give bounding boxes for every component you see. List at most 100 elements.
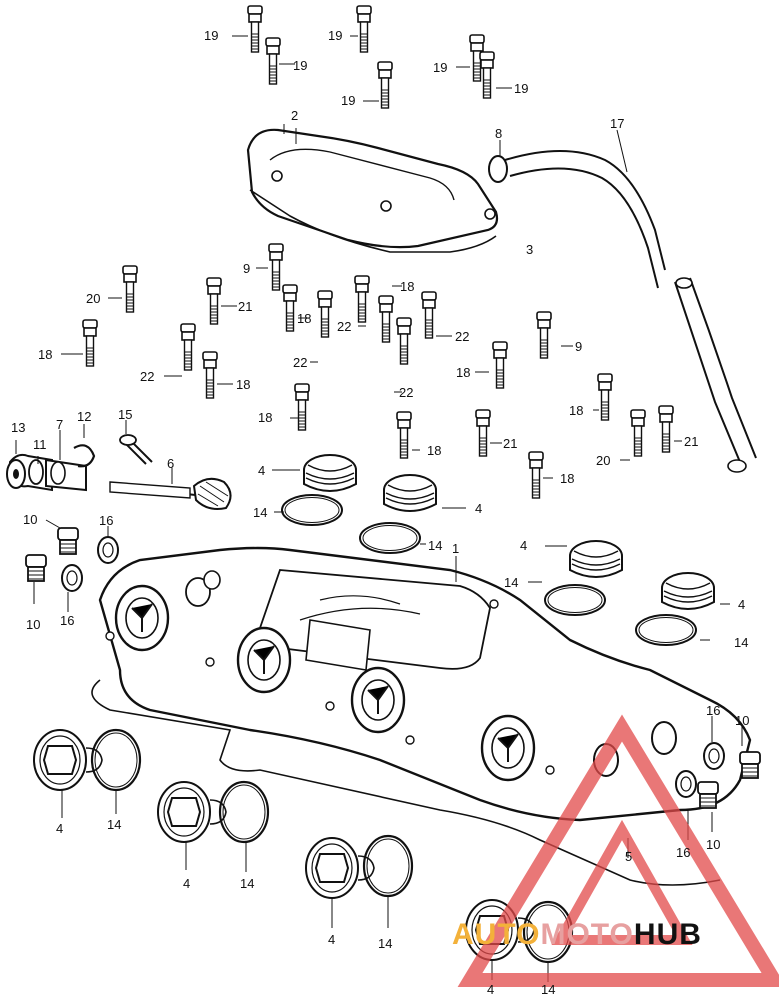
- plugs-right: [675, 716, 761, 840]
- callout-20: 20: [86, 291, 101, 306]
- bolt-21: [475, 409, 491, 457]
- watermark-text: AUTOMOTOHUB: [452, 918, 702, 952]
- bolt-19: [356, 5, 372, 53]
- decompressor-parts: [6, 420, 232, 510]
- callout-19: 19: [341, 93, 356, 108]
- washer-16: [703, 742, 725, 770]
- bolt-9: [268, 243, 284, 291]
- washer-16: [675, 770, 697, 798]
- callout-10: 10: [23, 512, 38, 527]
- callout-14: 14: [504, 575, 519, 590]
- breather-hose: [488, 129, 757, 473]
- tappet-cap-4: [661, 572, 715, 610]
- washer-16: [97, 536, 119, 564]
- bolt-18: [202, 351, 218, 399]
- tappet-cap-4: [569, 540, 623, 578]
- callout-19: 19: [204, 28, 219, 43]
- watermark-logo: [457, 714, 779, 987]
- callout-4: 4: [183, 876, 191, 891]
- callout-22: 22: [337, 319, 352, 334]
- plug-10: [739, 751, 761, 779]
- bolt-22: [180, 323, 196, 371]
- tappet-caps-mid: [272, 454, 730, 646]
- bolt-18: [282, 284, 298, 332]
- callout-3: 3: [526, 242, 534, 257]
- callout-6: 6: [167, 456, 175, 471]
- callout-22: 22: [399, 385, 414, 400]
- bolt-18: [294, 383, 310, 431]
- callout-18: 18: [236, 377, 251, 392]
- plug-10: [25, 554, 47, 582]
- plug-10: [697, 781, 719, 809]
- callout-1: 1: [452, 541, 460, 556]
- bolt-22: [317, 290, 333, 338]
- callout-9: 9: [243, 261, 251, 276]
- watermark-part-hub: HUB: [633, 918, 702, 951]
- callout-5: 5: [625, 849, 633, 864]
- bolt-9: [536, 311, 552, 359]
- callout-17: 17: [610, 116, 625, 131]
- bolt-19: [265, 37, 281, 85]
- bolt-19: [377, 61, 393, 109]
- callout-22: 22: [140, 369, 155, 384]
- callout-19: 19: [328, 28, 343, 43]
- callout-7: 7: [56, 417, 64, 432]
- callout-4: 4: [475, 501, 483, 516]
- callout-10: 10: [706, 837, 721, 852]
- callout-9: 9: [575, 339, 583, 354]
- callout-14: 14: [541, 982, 556, 997]
- plugs-left: [25, 519, 119, 612]
- callout-16: 16: [60, 613, 75, 628]
- callout-15: 15: [118, 407, 133, 422]
- bolt-20: [122, 265, 138, 313]
- callout-14: 14: [240, 876, 255, 891]
- callout-4: 4: [258, 463, 266, 478]
- callout-18: 18: [569, 403, 584, 418]
- bolt-21: [658, 405, 674, 453]
- plug-10: [57, 527, 79, 555]
- callout-11: 11: [33, 437, 47, 452]
- o-ring-14: [635, 614, 697, 646]
- o-ring-14: [359, 522, 421, 554]
- callout-18: 18: [560, 471, 575, 486]
- callout-19: 19: [514, 81, 529, 96]
- callout-19: 19: [293, 58, 308, 73]
- callout-21: 21: [238, 299, 253, 314]
- callout-4: 4: [520, 538, 528, 553]
- callout-10: 10: [735, 713, 750, 728]
- callout-20: 20: [596, 453, 611, 468]
- bolt-18: [396, 317, 412, 365]
- callout-4: 4: [487, 982, 495, 997]
- callout-13: 13: [11, 420, 26, 435]
- callout-18: 18: [427, 443, 442, 458]
- callout-18: 18: [258, 410, 273, 425]
- callout-4: 4: [328, 932, 336, 947]
- callout-22: 22: [293, 355, 308, 370]
- callout-21: 21: [503, 436, 518, 451]
- callout-18: 18: [297, 311, 312, 326]
- callout-21: 21: [684, 434, 699, 449]
- o-ring-14: [362, 834, 414, 898]
- plug-4: [157, 781, 227, 843]
- callout-14: 14: [428, 538, 443, 553]
- breather-cover: [246, 124, 499, 253]
- callout-19: 19: [433, 60, 448, 75]
- callout-12: 12: [77, 409, 92, 424]
- cylinder-head-cover: [91, 546, 752, 886]
- callout-14: 14: [253, 505, 268, 520]
- tappet-cap-4: [383, 474, 437, 512]
- callout-2: 2: [291, 108, 299, 123]
- bolt-20: [630, 409, 646, 457]
- callout-4: 4: [738, 597, 746, 612]
- cover-bolts-group: [61, 243, 682, 499]
- bolt-19: [247, 5, 263, 53]
- bolt-22: [354, 275, 370, 323]
- bolt-18: [597, 373, 613, 421]
- bolt-18: [528, 451, 544, 499]
- bolt-21: [206, 277, 222, 325]
- watermark-part-moto: MOTO: [540, 918, 634, 951]
- callout-8: 8: [495, 126, 503, 141]
- watermark-part-auto: AUTO: [452, 918, 541, 951]
- bolt-22: [378, 295, 394, 343]
